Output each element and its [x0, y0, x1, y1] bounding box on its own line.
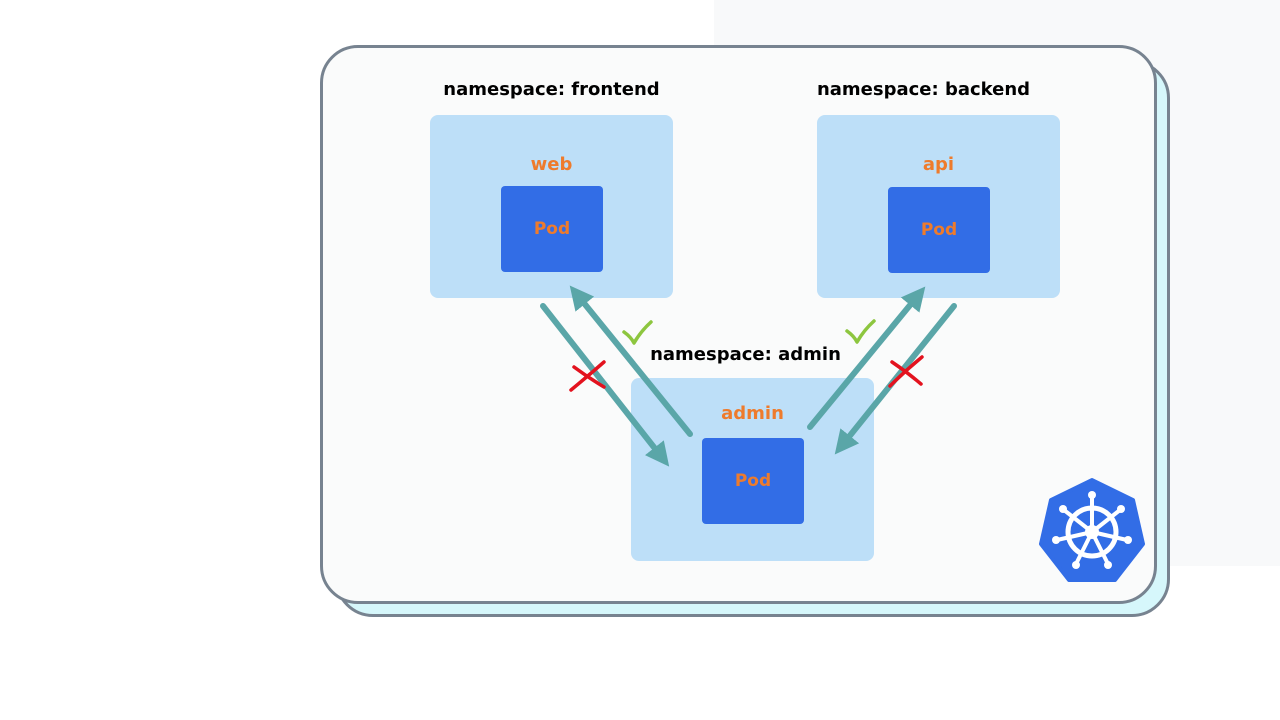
pod-api: Pod	[888, 187, 990, 273]
namespace-frontend-box: web Pod	[430, 115, 673, 298]
namespace-admin-box: admin Pod	[631, 378, 874, 561]
namespace-backend-box: api Pod	[817, 115, 1060, 298]
app-label-web: web	[530, 154, 573, 175]
namespace-backend-label: namespace: backend	[816, 79, 1031, 100]
kubernetes-logo-icon	[1039, 478, 1145, 582]
cross-icon	[569, 360, 606, 392]
namespace-frontend-label: namespace: frontend	[443, 79, 660, 100]
cross-icon	[888, 355, 924, 388]
pod-admin: Pod	[702, 438, 804, 524]
check-icon	[845, 319, 876, 344]
check-icon	[622, 320, 653, 345]
pod-api-label: Pod	[920, 220, 958, 240]
pod-admin-label: Pod	[734, 471, 772, 491]
pod-web-label: Pod	[533, 219, 571, 239]
arrow-web-to-admin	[540, 303, 670, 467]
app-label-admin: admin	[721, 403, 784, 424]
namespace-admin-label: namespace: admin	[650, 344, 841, 365]
app-label-api: api	[922, 154, 955, 175]
arrow-admin-to-api	[807, 286, 926, 430]
pod-web: Pod	[501, 186, 603, 272]
arrow-admin-to-web	[569, 285, 693, 437]
